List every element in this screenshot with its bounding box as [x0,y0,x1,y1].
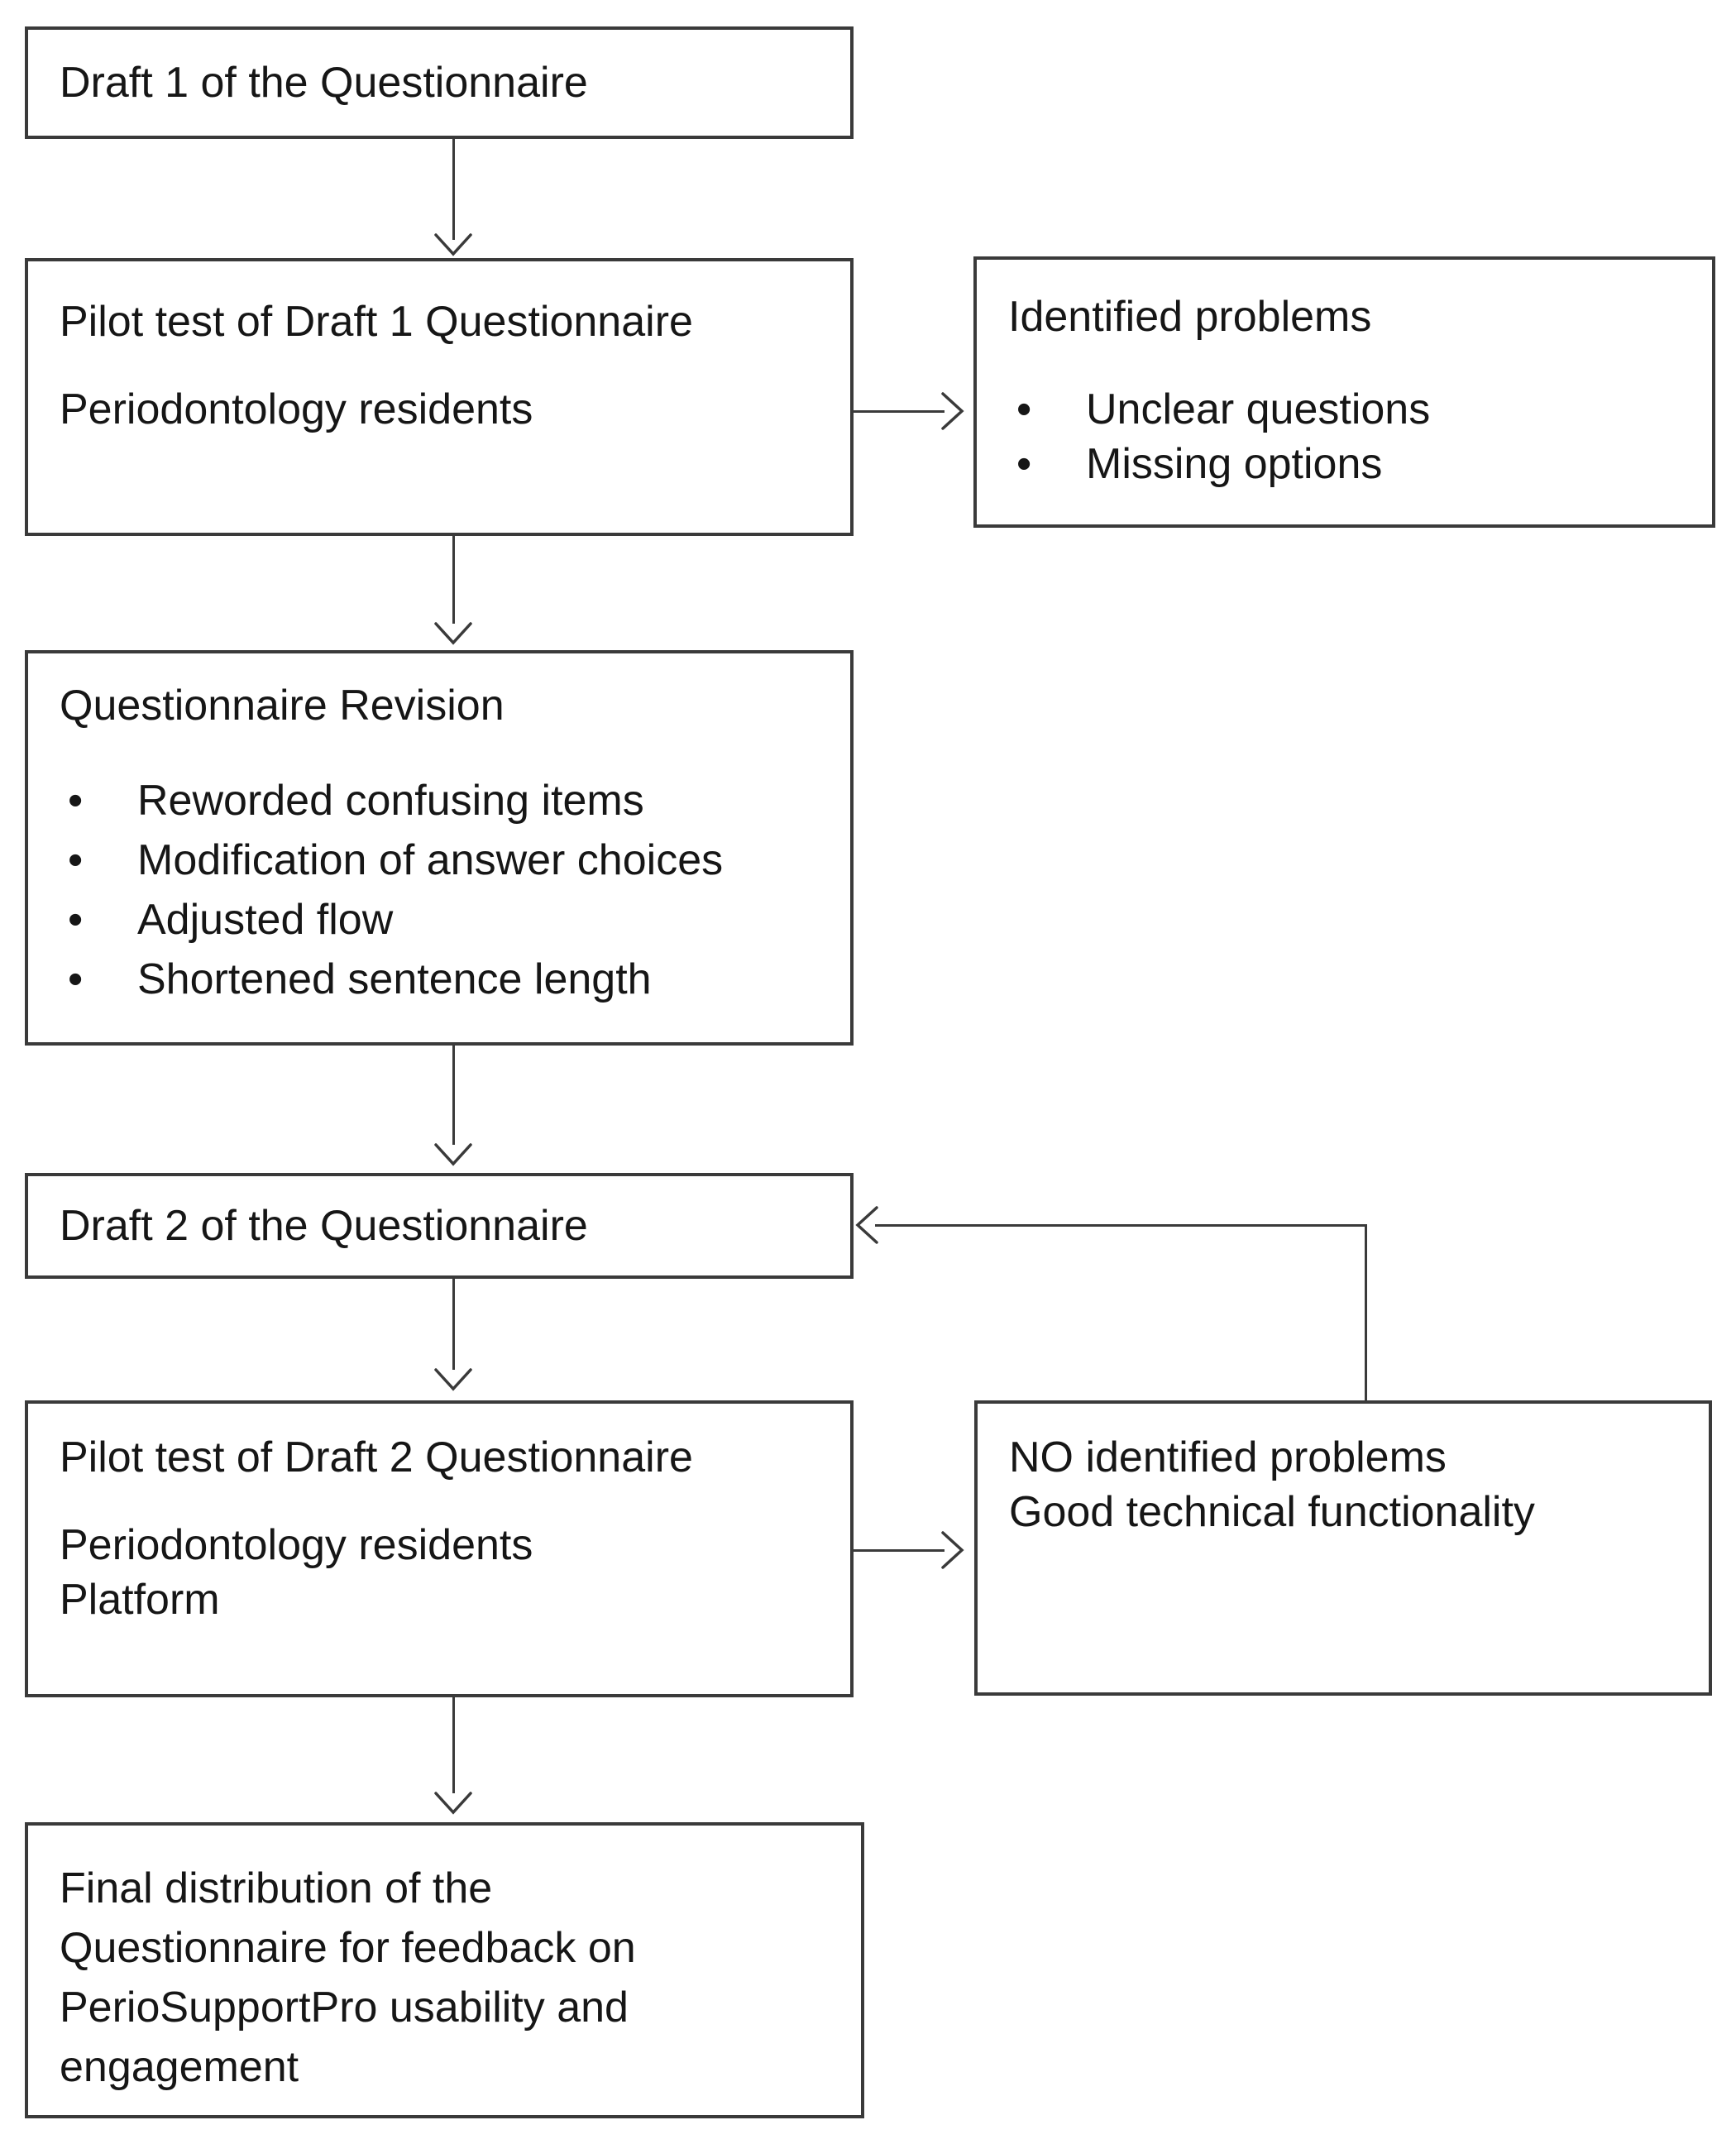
feedback-connector-vertical [1365,1225,1367,1400]
list-item-text: Unclear questions [1086,385,1431,433]
bullet-icon: • [1016,385,1032,433]
bullet-icon: • [68,777,84,825]
node-final-distribution-line3: PerioSupportPro usability and [60,1984,629,2032]
node-questionnaire-revision: Questionnaire Revision • Reworded confus… [25,650,854,1046]
list-item: • Missing options [1016,437,1681,491]
arrowhead-down-icon [434,1368,472,1391]
connector-pilot2-to-final [452,1697,455,1793]
node-draft-1: Draft 1 of the Questionnaire [25,26,854,139]
node-draft-2: Draft 2 of the Questionnaire [25,1173,854,1279]
node-identified-problems: Identified problems • Unclear questions … [973,256,1715,528]
list-item-text: Missing options [1086,440,1383,488]
connector-pilot1-to-revision [452,536,455,624]
node-final-distribution-line1: Final distribution of the [60,1864,493,1912]
connector-draft2-to-pilot2 [452,1279,455,1370]
list-item: • Reworded confusing items [68,771,819,830]
list-item: • Shortened sentence length [68,950,819,1009]
bullet-icon: • [1016,440,1032,488]
bullet-icon: • [68,955,84,1003]
list-item-text: Adjusted flow [137,896,394,944]
arrowhead-down-icon [434,233,472,256]
node-final-distribution: Final distribution of the Questionnaire … [25,1822,864,2118]
identified-problems-list: • Unclear questions • Missing options [1008,382,1681,491]
list-item-text: Reworded confusing items [137,777,644,825]
connector-pilot1-to-identified-problems [854,410,945,413]
node-identified-problems-title: Identified problems [1008,293,1372,341]
node-final-distribution-line4: engagement [60,2043,299,2091]
arrowhead-left-icon [855,1206,878,1244]
list-item: • Modification of answer choices [68,830,819,890]
node-no-identified-problems-line2: Good technical functionality [1009,1488,1535,1536]
node-pilot-test-draft-2: Pilot test of Draft 2 Questionnaire Peri… [25,1400,854,1697]
connector-pilot2-to-no-problems [854,1549,945,1552]
bullet-icon: • [68,836,84,884]
bullet-icon: • [68,896,84,944]
list-item: • Unclear questions [1016,382,1681,437]
node-pilot-test-draft-1: Pilot test of Draft 1 Questionnaire Peri… [25,258,854,536]
node-no-identified-problems-line1: NO identified problems [1009,1433,1447,1481]
connector-draft1-to-pilot1 [452,139,455,240]
arrowhead-down-icon [434,622,472,645]
node-draft-1-title: Draft 1 of the Questionnaire [60,59,588,107]
node-pilot-test-draft-1-title: Pilot test of Draft 1 Questionnaire [60,298,693,346]
arrowhead-right-icon [941,392,964,430]
list-item: • Adjusted flow [68,890,819,950]
node-draft-2-title: Draft 2 of the Questionnaire [60,1202,588,1250]
feedback-connector-horizontal [875,1224,1367,1227]
node-pilot-test-draft-1-subtitle: Periodontology residents [60,385,533,433]
node-pilot-test-draft-2-subtitle2: Platform [60,1576,220,1624]
node-questionnaire-revision-title: Questionnaire Revision [60,682,505,730]
node-pilot-test-draft-2-subtitle: Periodontology residents [60,1521,533,1569]
arrowhead-down-icon [434,1792,472,1815]
arrowhead-down-icon [434,1143,472,1166]
list-item-text: Shortened sentence length [137,955,652,1003]
node-final-distribution-line2: Questionnaire for feedback on [60,1924,636,1972]
revision-changes-list: • Reworded confusing items • Modificatio… [60,771,819,1009]
arrowhead-right-icon [941,1531,964,1569]
node-pilot-test-draft-2-title: Pilot test of Draft 2 Questionnaire [60,1433,693,1481]
connector-revision-to-draft2 [452,1046,455,1145]
list-item-text: Modification of answer choices [137,836,724,884]
node-no-identified-problems: NO identified problems Good technical fu… [974,1400,1712,1696]
